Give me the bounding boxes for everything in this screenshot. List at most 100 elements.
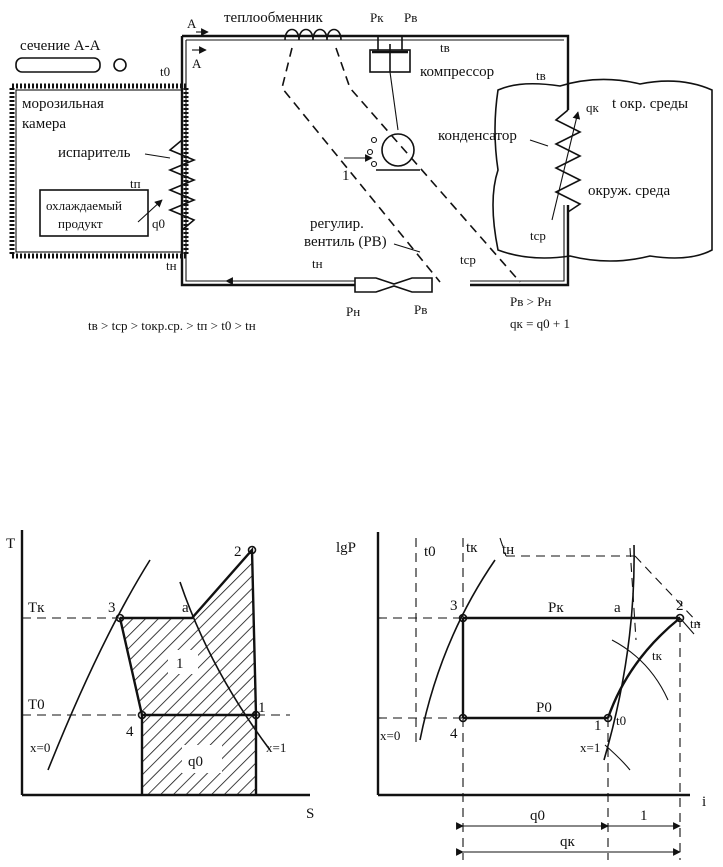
t-0-label: t0	[160, 64, 170, 79]
p-k-top-label: Pк	[370, 10, 384, 25]
ts-x0-label: x=0	[30, 740, 50, 755]
ts-point-4	[137, 710, 147, 720]
t-sr-right-label: tср	[530, 228, 546, 243]
ts-t0-label: T0	[28, 697, 45, 713]
ts-point-3-label: 3	[108, 600, 116, 616]
motor-terminal-1	[370, 136, 378, 144]
ts-vertical-2	[251, 549, 257, 716]
inequality-relation: tв > tср > tокр.ср. > tп > t0 > tн	[88, 318, 256, 333]
ts-liquid-curve	[47, 559, 151, 771]
ts-point-2-label: 2	[234, 544, 242, 560]
heat-relation: qк = q0 + 1	[510, 316, 570, 331]
ts-point-2	[247, 545, 257, 555]
valve-label-2: вентиль (РВ)	[304, 234, 387, 250]
ts-work-area	[120, 550, 256, 715]
q0-label: q0	[152, 216, 165, 231]
valve-leader	[393, 243, 421, 253]
lgp-point-4	[458, 713, 468, 723]
ts-y-axis-label: T	[6, 536, 15, 552]
ts-x-axis-label: S	[306, 806, 314, 822]
freezer-label-1: морозильная	[22, 96, 104, 112]
schematic: сечение А-А А А морозильная камера испар…	[9, 10, 713, 333]
ts-diagram: T S Tк T0 3 a 2 1 4 1 q0 x=0 x=1	[6, 530, 314, 822]
motor-terminal-2	[366, 148, 374, 156]
q0-arrow	[137, 199, 163, 223]
t-v-top-label: tв	[440, 40, 450, 55]
lgp-tn-right-label: tн	[690, 616, 701, 631]
lgp-liquid-curve	[419, 559, 496, 741]
freezer-label-2: камера	[22, 116, 66, 132]
cooled-product-label-2: продукт	[58, 216, 103, 231]
lgp-x-axis-label: i	[702, 794, 706, 810]
qk-label: qк	[586, 100, 600, 115]
lgp-point-3	[458, 613, 468, 623]
lgp-tn-top-label: tн	[502, 542, 514, 558]
t-sr-bottom-label: tср	[460, 252, 476, 267]
ts-point-4-label: 4	[126, 724, 134, 740]
lgp-tk-right-label: tк	[652, 648, 663, 663]
ts-work-label-bg	[168, 650, 198, 674]
ts-point-1-label: 1	[258, 700, 266, 716]
lgp-diagram: lgP i t0 tк tн 3 a 2 Pк P0	[336, 532, 706, 860]
lgp-pk-label: Pк	[548, 600, 564, 616]
ts-q0-label: q0	[188, 754, 203, 770]
section-pipe-icon	[15, 57, 101, 73]
ts-point-a-label: a	[182, 600, 189, 616]
lgp-isotherm-tk	[611, 639, 669, 701]
lgp-dim-l-label: 1	[640, 808, 648, 824]
t-v-right-label: tв	[536, 68, 546, 83]
lgp-t0-top-label: t0	[424, 544, 436, 560]
lgp-compression-curve	[606, 617, 681, 719]
lgp-point-2	[675, 613, 685, 623]
section-label: сечение А-А	[20, 38, 101, 54]
lgp-point-1-label: 1	[594, 718, 602, 734]
t-env-label: t окр. среды	[612, 96, 688, 112]
lgp-dim-q0-label: q0	[530, 808, 545, 824]
p-v-bottom-label: Pв	[414, 302, 427, 317]
valve-body	[354, 277, 433, 293]
evaporator-label: испаритель	[58, 145, 131, 161]
lgp-vapor-curve	[603, 544, 635, 761]
lgp-point-4-label: 4	[450, 726, 458, 742]
lgp-x1-label: x=1	[580, 740, 600, 755]
t-n-left-label: tн	[166, 258, 177, 273]
t-p-label: tп	[130, 176, 141, 191]
condenser-leader	[529, 139, 549, 147]
evaporator-coil	[167, 139, 197, 231]
freezer-chamber-inner	[15, 89, 183, 253]
cooled-product-label-bg	[44, 194, 144, 232]
pressure-relation: Pв > Pн	[510, 294, 551, 309]
lgp-t0-right-label: t0	[616, 713, 626, 728]
p-n-bottom-label: Pн	[346, 304, 360, 319]
t-n-bottom-label: tн	[312, 256, 323, 271]
lgp-point-1	[603, 713, 613, 723]
lgp-dim-qk-label: qк	[560, 834, 576, 850]
motor-drive-line	[389, 71, 399, 131]
lgp-x0-label: x=0	[380, 728, 400, 743]
motor-circle	[381, 133, 415, 167]
motor-work-label: 1	[342, 168, 350, 184]
environment-cloud	[492, 78, 713, 262]
cooled-product-label-1: охлаждаемый	[46, 198, 122, 213]
lgp-tn-isotherm	[499, 537, 507, 557]
exchanger-dashed-line-2	[335, 47, 521, 283]
lgp-point-3-label: 3	[450, 598, 458, 614]
lgp-dash-diag	[634, 555, 701, 626]
lgp-tk-top-label: tк	[466, 540, 478, 556]
qk-arrow	[551, 111, 581, 221]
compressor-label: компрессор	[420, 64, 494, 80]
lgp-point-2-label: 2	[676, 598, 684, 614]
motor-terminal-3	[370, 160, 378, 168]
lgp-y-axis-label: lgP	[336, 540, 356, 556]
evaporator-leader	[144, 153, 171, 159]
ts-work-label: 1	[176, 656, 184, 672]
lgp-p0-label: P0	[536, 700, 552, 716]
lgp-point-a-label: a	[614, 600, 621, 616]
heat-exchanger-label: теплообменник	[224, 10, 323, 26]
ts-point-1	[251, 710, 261, 720]
lgp-isotherm-t0	[604, 744, 631, 771]
section-circle-icon	[113, 58, 127, 72]
p-v-top-label: Pв	[404, 10, 417, 25]
ts-q0-label-bg	[182, 745, 222, 773]
